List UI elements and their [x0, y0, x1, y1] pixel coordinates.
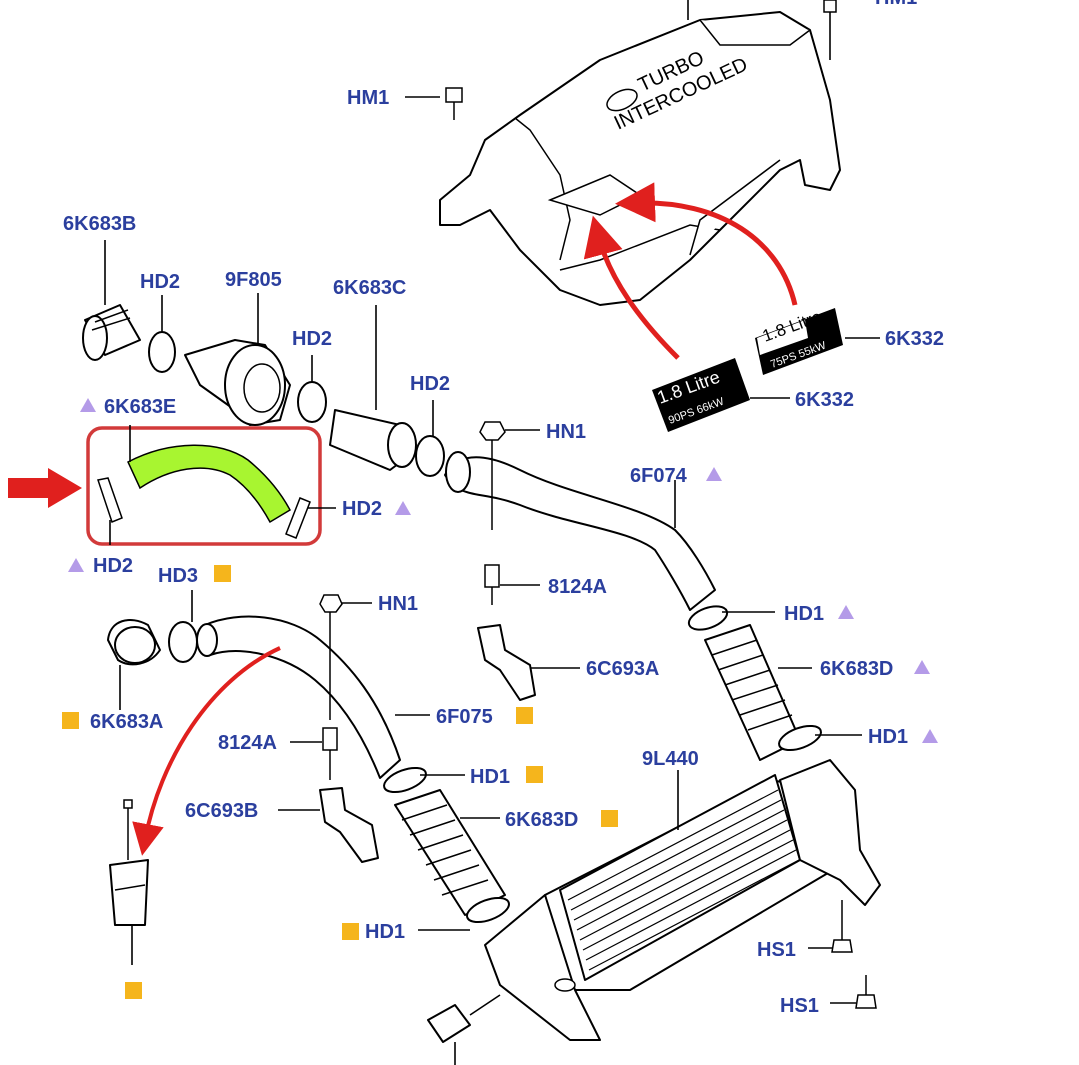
label-hd1-d: HD1: [365, 921, 405, 943]
hose-6k683a: [107, 619, 161, 710]
label-hn1-a: HN1: [546, 421, 586, 443]
label-6f074: 6F074: [630, 465, 688, 487]
triangle-marker-hd2-e: [395, 501, 411, 515]
triangle-marker-6k683e: [80, 398, 96, 412]
bolt-hm1: [405, 0, 837, 120]
clamp-hd1-b: [778, 724, 862, 752]
square-marker-6k683d-b: [601, 810, 618, 827]
square-marker-hd1-c: [526, 766, 543, 783]
ford-logo-icon: [606, 88, 638, 112]
clip-fixing: [109, 799, 149, 965]
label-hd2-c: HD2: [410, 373, 450, 395]
bracket-6c693a: [477, 624, 580, 701]
label-6k683e: 6K683E: [104, 396, 176, 418]
pipe-6f075: [196, 615, 430, 779]
intercooler-fins: [567, 789, 800, 971]
red-arrow-clip: [132, 646, 281, 856]
label-6k683c: 6K683C: [333, 277, 406, 299]
stud-8124a-b: [290, 727, 338, 780]
triangle-marker-6f074: [706, 467, 722, 481]
label-hn1-b: HN1: [378, 593, 418, 615]
label-6k683d-a: 6K683D: [820, 658, 893, 680]
label-hd1-b: HD1: [868, 726, 908, 748]
clamp-hd2-a: [148, 295, 176, 373]
label-hs1-b: HS1: [780, 995, 819, 1017]
label-6k332-a: 6K332: [885, 328, 944, 350]
turbo-pipe-9f805: [184, 293, 291, 426]
sensor: [427, 994, 501, 1065]
bolt-hs1-b: [830, 975, 877, 1009]
label-hs1-a: HS1: [757, 939, 796, 961]
label-hd1-a: HD1: [784, 603, 824, 625]
nut-hn1-a: [479, 421, 540, 530]
intercooler-9l440: [484, 759, 881, 1041]
bolt-hs1-a: [808, 900, 853, 953]
square-marker-6k683a: [62, 712, 79, 729]
label-hm1-top: HM1: [875, 0, 917, 9]
clamp-hd1-d: [418, 896, 510, 931]
label-hd2-b: HD2: [292, 328, 332, 350]
clamp-hd1-a: [687, 605, 775, 631]
clamp-hd2-b: [297, 355, 327, 423]
label-6c693a: 6C693A: [586, 658, 659, 680]
label-hd2-e: HD2: [342, 498, 382, 520]
hose-6k683e: [127, 425, 291, 524]
tag-6k332-a: 1.8 Litre 75PS 55kW: [755, 307, 880, 375]
label-6k683a: 6K683A: [90, 711, 163, 733]
label-hd2-d: HD2: [93, 555, 133, 577]
triangle-marker-hd2-d: [68, 558, 84, 572]
label-9f805: 9F805: [225, 269, 282, 291]
square-marker-hd3: [214, 565, 231, 582]
square-marker-6f075: [516, 707, 533, 724]
highlight-arrow-icon: [8, 468, 82, 508]
red-arrow-tag-a: [615, 182, 798, 306]
clamp-hd2-c: [415, 400, 445, 477]
bellows-6k683d-b: [394, 789, 506, 916]
label-9l440: 9L440: [642, 748, 699, 770]
stud-8124a-a: [484, 564, 540, 605]
label-hd1-c: HD1: [470, 766, 510, 788]
red-arrow-tag-b: [583, 215, 680, 360]
clamp-hd1-c: [383, 766, 465, 794]
highlight-box: [86, 426, 322, 546]
label-6k332-b: 6K332: [795, 389, 854, 411]
clamp-hd2-d: [97, 477, 123, 545]
clamp-hd2-e: [285, 497, 336, 539]
triangle-marker-6k683d-a: [914, 660, 930, 674]
label-8124a-a: 8124A: [548, 576, 607, 598]
label-6f075: 6F075: [436, 706, 493, 728]
square-marker-clip: [125, 982, 142, 999]
label-8124a-b: 8124A: [218, 732, 277, 754]
triangle-marker-hd1-a: [838, 605, 854, 619]
label-6k683b: 6K683B: [63, 213, 136, 235]
nut-hn1-b: [319, 594, 372, 720]
pipe-6f074: [444, 451, 716, 611]
triangle-marker-hd1-b: [922, 729, 938, 743]
square-marker-hd1-d: [342, 923, 359, 940]
label-hd2-a: HD2: [140, 271, 180, 293]
clamp-hd3: [168, 590, 198, 663]
engine-cover: TURBO INTERCOOLED: [439, 0, 841, 306]
bracket-6c693b: [278, 787, 379, 863]
label-hm1: HM1: [347, 87, 389, 109]
hose-6k683c: [329, 305, 417, 471]
label-6c693b: 6C693B: [185, 800, 258, 822]
hose-6k683b: [82, 240, 141, 361]
label-hd3: HD3: [158, 565, 198, 587]
label-6k683d-b: 6K683D: [505, 809, 578, 831]
